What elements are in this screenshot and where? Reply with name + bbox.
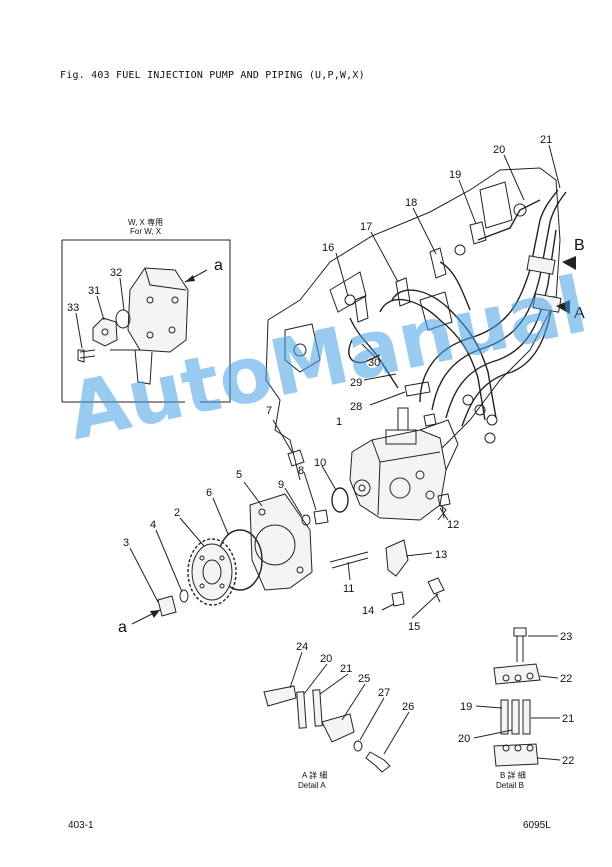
label-15: 15 (408, 621, 420, 633)
nut-4 (179, 589, 189, 603)
label-view-a: A (574, 305, 585, 322)
label-30: 30 (368, 357, 380, 369)
detail-a-label-25: 25 (358, 673, 370, 685)
detail-a-label-26: 26 (402, 701, 414, 713)
clamp-24 (263, 685, 297, 707)
label-9: 9 (278, 479, 284, 491)
washer-27 (353, 740, 363, 752)
drive-gear-assembly (131, 381, 431, 625)
label-17: 17 (360, 221, 372, 233)
label-21: 21 (540, 134, 552, 146)
stud-11 (329, 551, 369, 569)
clamp-25 (321, 713, 355, 743)
detail-b-label-19: 19 (460, 701, 472, 713)
engine-block (265, 167, 561, 481)
detail-a-label-24: 24 (296, 641, 308, 653)
label-view-b: B (574, 237, 585, 254)
label-arrow-a: a (118, 619, 127, 636)
label-31: 31 (88, 285, 100, 297)
bolt-7 (287, 449, 305, 467)
inset-w-x: W, X 専用 For W, X 32 31 33 a (61, 217, 231, 403)
detail-b: 23 22 19 21 20 22 B 詳 細 Detail B (458, 627, 574, 790)
view-b-arrow-icon (562, 256, 576, 270)
bolt-23 (513, 627, 527, 662)
label-1: 1 (336, 416, 342, 428)
detail-a-caption-en: Detail A (298, 781, 326, 790)
inset-caption-jp: W, X 専用 (128, 217, 163, 227)
detail-a-label-20: 20 (320, 653, 332, 665)
page-reference: 403-1 (68, 820, 94, 831)
detail-a-caption-jp: A 詳 細 (302, 770, 327, 780)
figure-title: Fig. 403 FUEL INJECTION PUMP AND PIPING … (60, 70, 365, 81)
clamp-22-bottom (493, 743, 539, 767)
detail-b-label-22-bottom: 22 (562, 755, 574, 767)
bolt-26 (365, 751, 391, 773)
detail-b-caption-en: Detail B (496, 781, 524, 790)
label-5: 5 (236, 469, 242, 481)
label-13: 13 (435, 549, 447, 561)
washer-9 (301, 514, 311, 526)
detail-b-label-21: 21 (562, 713, 574, 725)
label-2: 2 (174, 507, 180, 519)
plate-5 (249, 493, 313, 591)
bolt-33 (77, 349, 96, 363)
label-11: 11 (343, 583, 354, 595)
view-a-arrow-icon (556, 300, 570, 314)
inset-cover (127, 267, 189, 353)
detail-b-label-23: 23 (560, 631, 572, 643)
label-28: 28 (350, 401, 362, 413)
label-33: 33 (67, 302, 79, 314)
injection-pump (329, 407, 459, 607)
detail-a-label-21: 21 (340, 663, 352, 675)
bolt-28 (404, 381, 431, 397)
label-7: 7 (266, 405, 272, 417)
detail-b-caption-jp: B 詳 細 (500, 770, 526, 780)
detail-a: 24 20 21 25 27 26 A 詳 細 Detail A (263, 641, 414, 790)
label-18: 18 (405, 197, 417, 209)
label-3: 3 (123, 537, 129, 549)
oring-32 (115, 309, 131, 329)
inset-caption-en: For W, X (130, 227, 162, 236)
label-14: 14 (362, 605, 374, 617)
label-20: 20 (493, 144, 505, 156)
detail-b-label-22-top: 22 (560, 673, 572, 685)
inset-arrow-letter: a (214, 257, 223, 274)
label-19: 19 (449, 169, 461, 181)
bolt-14 (391, 591, 405, 607)
drawing-number: 6095L (523, 820, 551, 831)
bolt-15 (427, 577, 445, 603)
plate-31 (92, 317, 118, 347)
bracket-13 (385, 539, 409, 577)
label-6: 6 (206, 487, 212, 499)
collar-3 (157, 595, 177, 617)
view-arrows (556, 256, 576, 314)
injection-pipes (348, 189, 567, 444)
label-32: 32 (110, 267, 122, 279)
detail-b-label-20: 20 (458, 733, 470, 745)
oring-10 (331, 487, 349, 513)
label-8: 8 (298, 465, 304, 477)
nut-8 (313, 509, 329, 525)
label-16: 16 (322, 242, 334, 254)
detail-a-label-27: 27 (378, 687, 390, 699)
label-10: 10 (314, 457, 326, 469)
label-12: 12 (447, 519, 459, 531)
label-29: 29 (350, 377, 362, 389)
label-4: 4 (150, 519, 156, 531)
leader-lines (129, 144, 561, 619)
gear-2 (187, 538, 237, 606)
